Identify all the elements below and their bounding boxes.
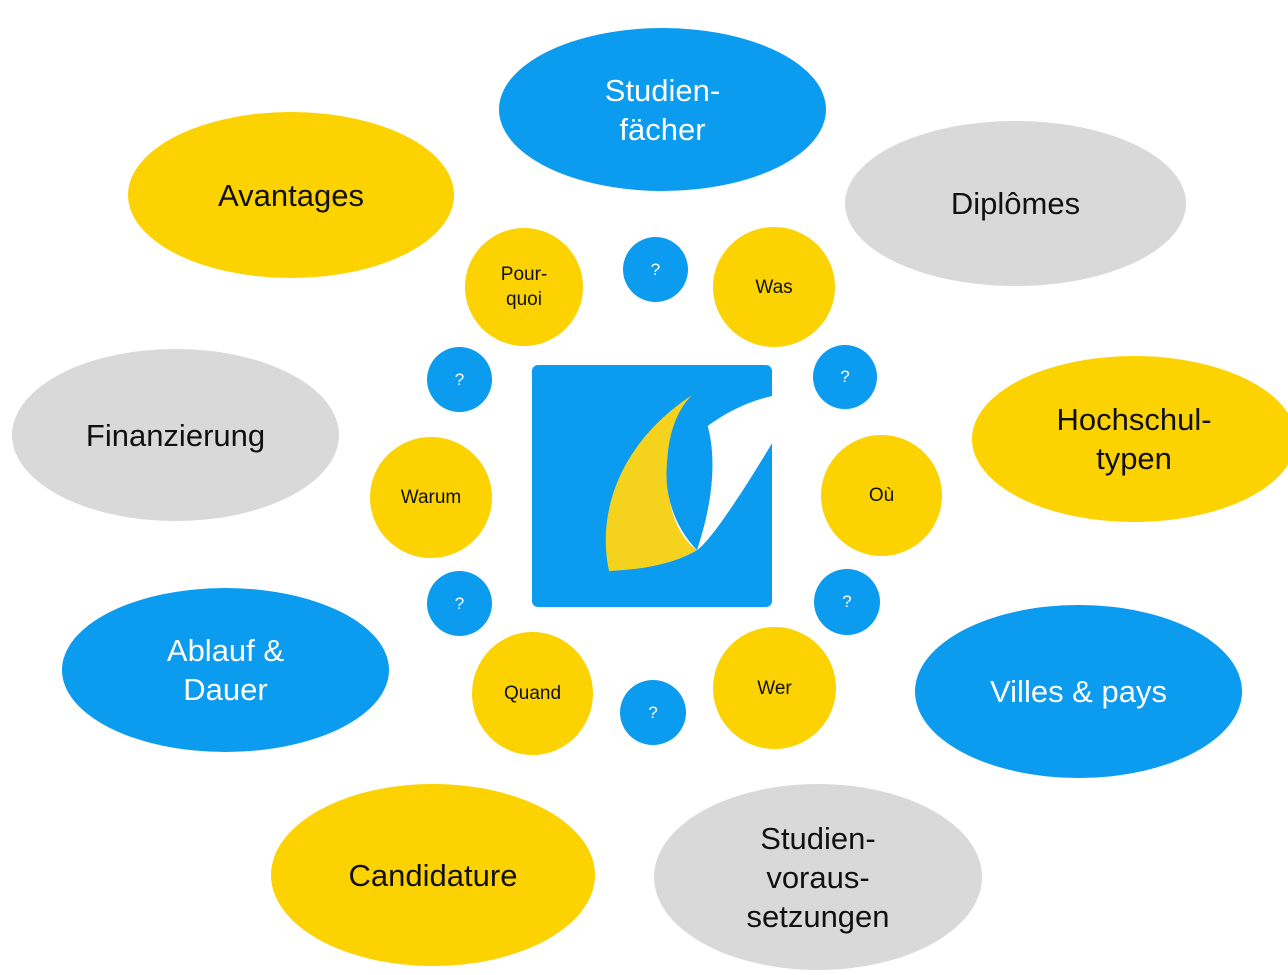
- topic-diplomes-label: Diplômes: [950, 186, 1081, 221]
- topic-studienvoraussetzungen-line3: setzungen: [746, 898, 890, 934]
- question-mark-lower-left-label: ?: [454, 593, 465, 613]
- topic-studienvoraussetzungen: Studien- voraus- setzungen: [654, 784, 982, 970]
- question-pourquoi-line2: quoi: [506, 289, 542, 310]
- question-wer-label: Wer: [757, 677, 792, 699]
- question-pourquoi: Pour- quoi: [465, 228, 583, 346]
- topic-avantages-label: Avantages: [218, 177, 364, 213]
- topic-candidature: Candidature: [271, 784, 595, 966]
- topic-ablauf-line2: Dauer: [183, 672, 268, 707]
- question-warum-label: Warum: [400, 487, 462, 508]
- topic-avantages: Avantages: [128, 112, 454, 278]
- question-mark-upper-right: ?: [813, 345, 877, 409]
- question-mark-top-label: ?: [650, 259, 661, 279]
- question-mark-bottom-label: ?: [648, 702, 658, 722]
- center-eye-logo: [532, 365, 772, 607]
- question-quand: Quand: [472, 632, 593, 755]
- topic-finanzierung: Finanzierung: [12, 349, 339, 521]
- question-wer: Wer: [713, 627, 836, 749]
- topic-studienvoraussetzungen-line1: Studien-: [760, 820, 876, 856]
- question-mark-upper-left: ?: [427, 347, 492, 412]
- question-ou: Où: [821, 435, 942, 556]
- topic-hochschultypen: Hochschul- typen: [972, 356, 1288, 522]
- question-mark-upper-left-label: ?: [454, 369, 465, 389]
- topic-finanzierung-label: Finanzierung: [85, 417, 266, 453]
- topic-villes-label: Villes & pays: [990, 674, 1167, 709]
- topic-ablauf-line1: Ablauf &: [166, 633, 285, 668]
- question-mark-lower-right-label: ?: [842, 592, 852, 611]
- topic-hochschultypen-line2: typen: [1096, 441, 1172, 476]
- question-pourquoi-line1: Pour-: [500, 264, 548, 285]
- topic-candidature-label: Candidature: [348, 857, 518, 893]
- question-was-label: Was: [755, 276, 793, 298]
- question-quand-label: Quand: [503, 683, 562, 704]
- eye-logo-icon: [605, 395, 772, 571]
- topic-studienfaecher-line1: Studien-: [604, 72, 721, 108]
- topic-villes-pays: Villes & pays: [915, 605, 1242, 778]
- question-mark-bottom: ?: [620, 680, 686, 745]
- question-was: Was: [713, 227, 835, 347]
- topic-ablauf-dauer: Ablauf & Dauer: [62, 588, 389, 752]
- topic-diplomes: Diplômes: [845, 121, 1186, 286]
- question-mark-top: ?: [623, 237, 688, 302]
- eye-blue-iris: [666, 395, 713, 550]
- question-mark-lower-right: ?: [814, 569, 880, 635]
- eye-yellow-crescent: [605, 395, 697, 571]
- question-mark-lower-left: ?: [427, 571, 492, 636]
- topic-studienfaecher-line2: fächer: [619, 111, 706, 147]
- topic-studienfaecher: Studien- fächer: [499, 28, 826, 191]
- question-mark-upper-right-label: ?: [840, 367, 850, 386]
- topic-studienvoraussetzungen-line2: voraus-: [766, 859, 870, 895]
- question-ou-label: Où: [868, 485, 895, 506]
- topic-hochschultypen-line1: Hochschul-: [1056, 402, 1212, 437]
- question-warum: Warum: [370, 437, 492, 558]
